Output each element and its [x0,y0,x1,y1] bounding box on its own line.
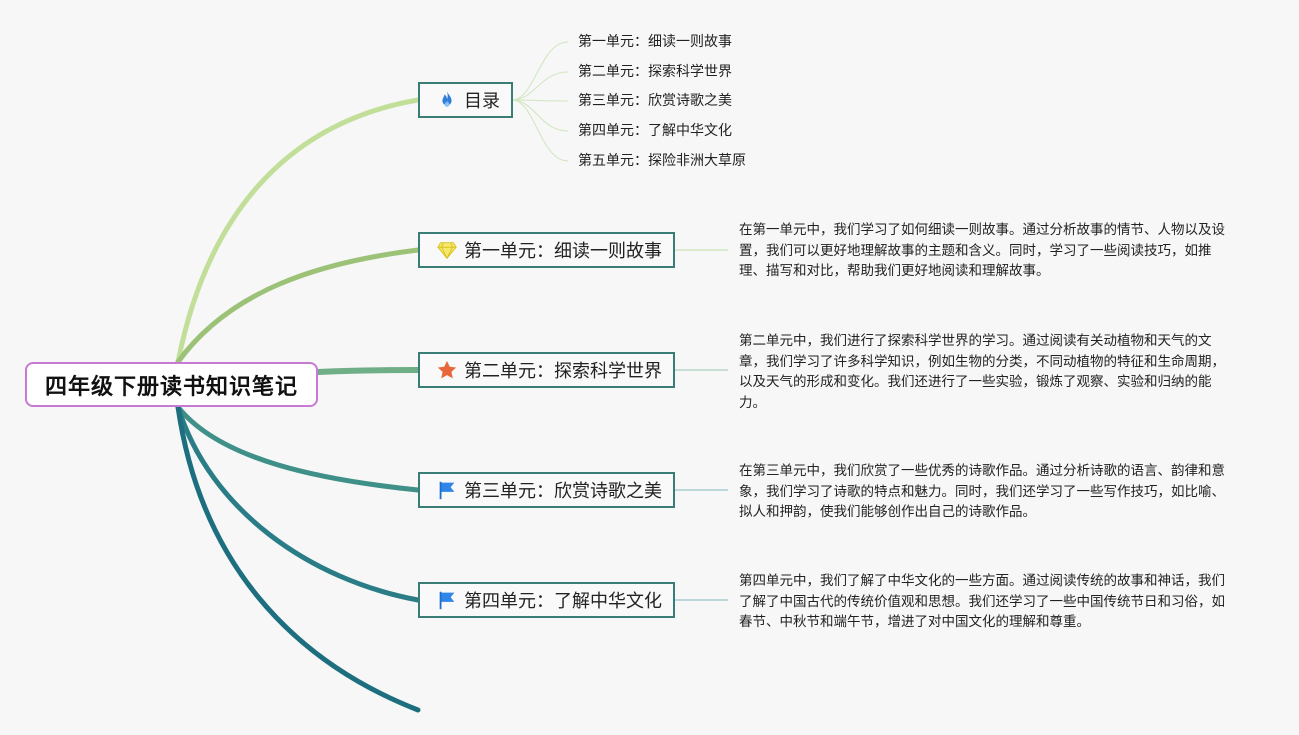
toc-link-2 [511,71,569,101]
unit-2-label: 第二单元：探索科学世界 [464,361,662,382]
branch-unit-1 [175,247,421,365]
unit-1-label: 第一单元：细读一则故事 [464,241,662,262]
unit-4-label: 第四单元：了解中华文化 [464,591,662,612]
fire-icon [436,89,458,111]
toc-link-5 [511,99,569,162]
star-icon [436,359,458,381]
branch-extra [175,404,421,713]
flag-icon [436,479,458,501]
toc-item-5[interactable]: 第五单元：探险非洲大草原 [578,153,746,169]
branch-unit-2 [315,367,421,375]
toc-link-4 [511,99,569,132]
diamond-icon [436,239,458,261]
unit-4-summary: 第四单元中，我们了解了中华文化的一些方面。通过阅读传统的故事和神话，我们了解了中… [739,573,1225,630]
branch-toc [175,97,421,365]
unit-1-summary: 在第一单元中，我们学习了如何细读一则故事。通过分析故事的情节、人物以及设置，我们… [739,222,1225,279]
toc-label: 目录 [464,91,500,112]
unit-3-label: 第三单元：欣赏诗歌之美 [464,481,662,502]
unit-2-summary: 第二单元中，我们进行了探索科学世界的学习。通过阅读有关动植物和天气的文章，我们学… [739,333,1225,411]
flag-icon [436,589,458,611]
unit-4-node[interactable]: 第四单元：了解中华文化 [418,582,675,618]
toc-item-1[interactable]: 第一单元：细读一则故事 [578,34,732,50]
unit-3-summary: 在第三单元中，我们欣赏了一些优秀的诗歌作品。通过分析诗歌的语言、韵律和意象，我们… [739,463,1225,520]
branch-unit-4 [175,404,421,603]
unit-2-node[interactable]: 第二单元：探索科学世界 [418,352,675,388]
unit-1-node[interactable]: 第一单元：细读一则故事 [418,232,675,268]
toc-item-4[interactable]: 第四单元：了解中华文化 [578,123,732,139]
toc-item-3[interactable]: 第三单元：欣赏诗歌之美 [578,93,732,109]
toc-link-3 [511,99,569,102]
root-title: 四年级下册读书知识笔记 [44,374,298,400]
branch-unit-3 [175,404,421,493]
root-node[interactable]: 四年级下册读书知识笔记 [25,362,318,407]
unit-3-node[interactable]: 第三单元：欣赏诗歌之美 [418,472,675,508]
toc-item-2[interactable]: 第二单元：探索科学世界 [578,64,732,80]
toc-link-1 [511,41,569,101]
toc-node[interactable]: 目录 [418,82,513,118]
